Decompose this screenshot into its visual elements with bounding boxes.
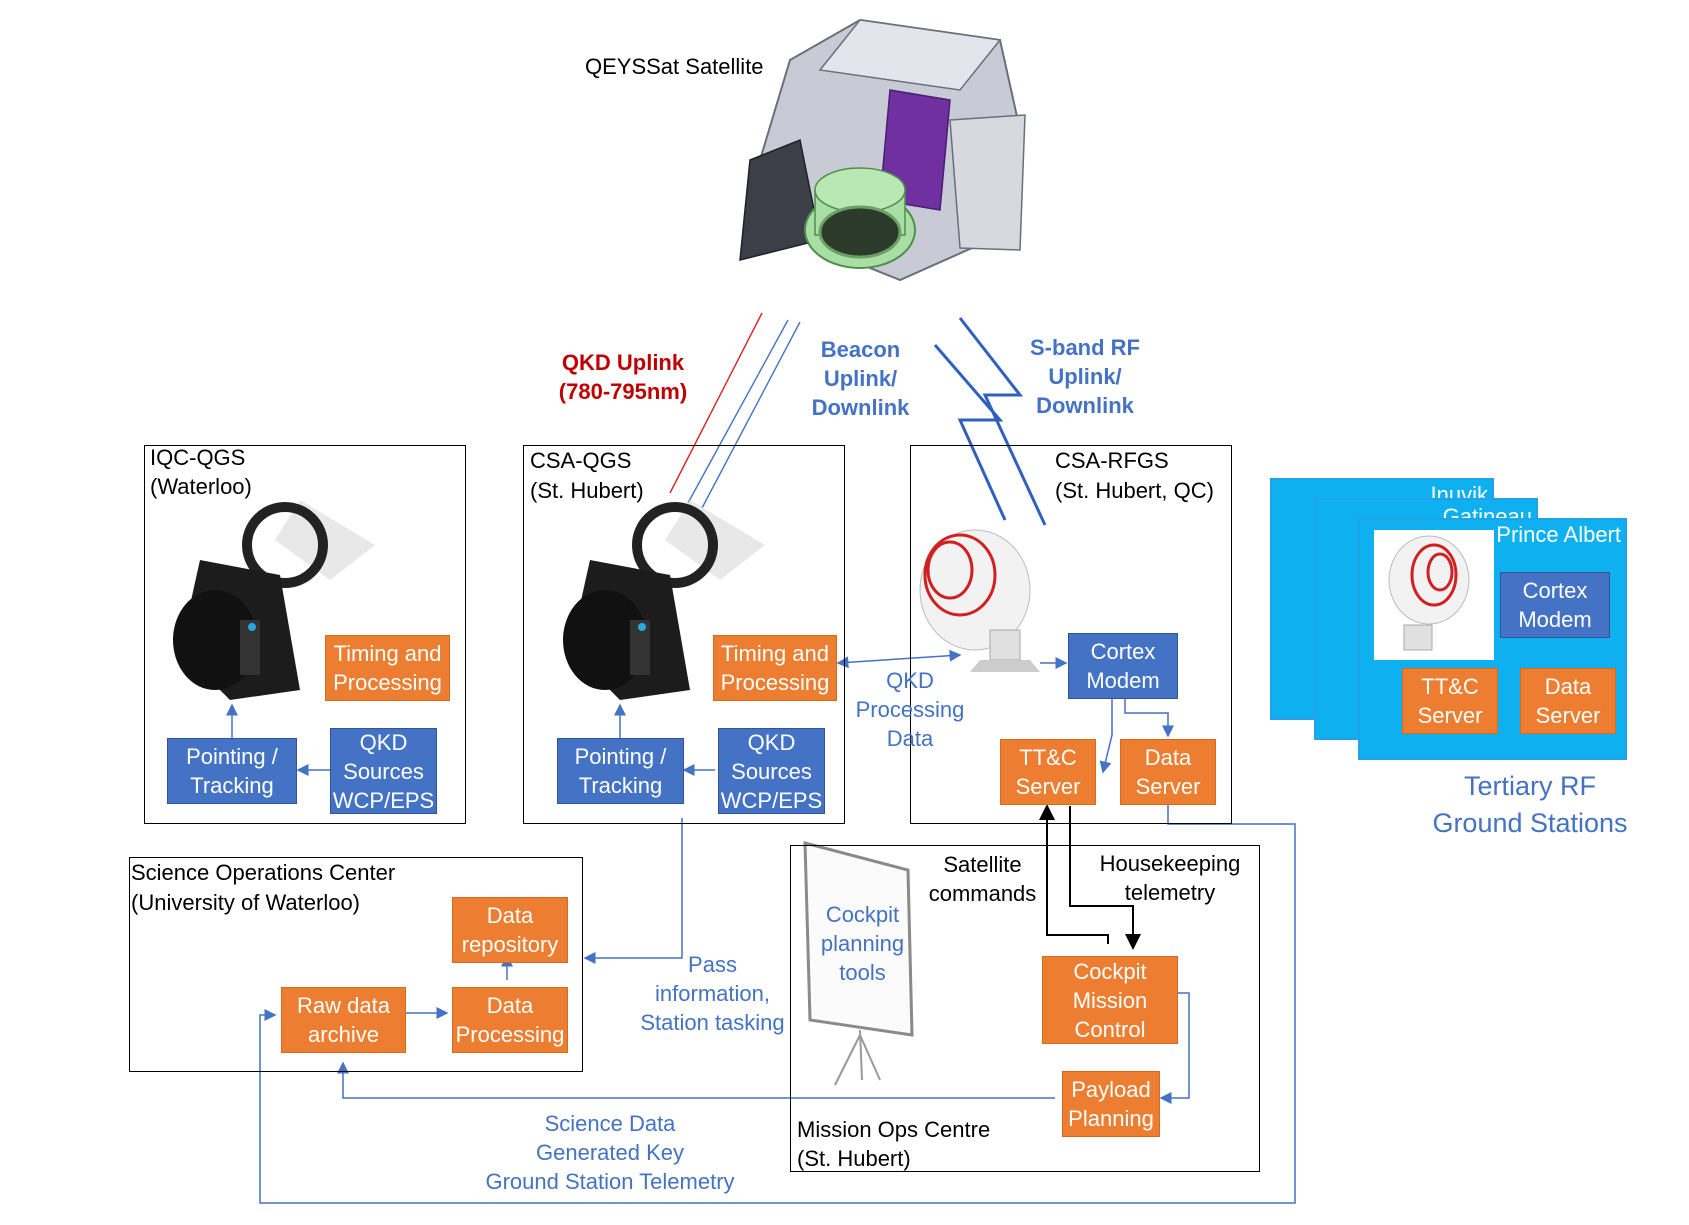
beacon-beam-1	[687, 319, 789, 504]
station-name-prince-albert: Prince Albert	[1496, 522, 1621, 547]
tertiary-dish-image	[1374, 530, 1494, 660]
csa-qkd-sources[interactable]: QKD Sources WCP/EPS	[718, 728, 825, 814]
csa-qgs-title: CSA-QGS	[530, 448, 632, 473]
rfgs-cortex-modem[interactable]: Cortex Modem	[1068, 633, 1178, 699]
iqc-timing-processing[interactable]: Timing and Processing	[325, 635, 450, 701]
rfgs-ttc-server[interactable]: TT&C Server	[1000, 739, 1096, 805]
csa-rfgs-subtitle: (St. Hubert, QC)	[1055, 478, 1214, 503]
sband-bolt-2	[958, 317, 1047, 526]
tertiary-ttc-server[interactable]: TT&C Server	[1402, 668, 1498, 734]
soc-raw-data-archive[interactable]: Raw data archive	[281, 987, 406, 1053]
iqc-pointing-tracking[interactable]: Pointing / Tracking	[167, 738, 297, 804]
iqc-qkd-sources[interactable]: QKD Sources WCP/EPS	[330, 728, 437, 814]
soc-data-repository[interactable]: Data repository	[452, 897, 568, 963]
rf-dish-image	[919, 529, 1040, 672]
soc-subtitle: (University of Waterloo)	[131, 890, 361, 915]
csa-telescope-image	[563, 500, 765, 700]
mission-ops-subtitle: (St. Hubert)	[797, 1146, 911, 1171]
tertiary-data-server[interactable]: Data Server	[1520, 668, 1616, 734]
csa-qgs-frame	[523, 445, 845, 824]
csa-qgs-subtitle: (St. Hubert)	[530, 478, 644, 503]
sband-bolt-1	[933, 344, 1007, 521]
soc-frame	[129, 857, 583, 1072]
qkd-uplink-label: QKD Uplink(780-795nm)	[558, 350, 688, 404]
payload-planning[interactable]: Payload Planning	[1062, 1071, 1160, 1137]
mission-ops-title: Mission Ops Centre	[797, 1117, 991, 1142]
csa-pointing-tracking[interactable]: Pointing / Tracking	[557, 738, 684, 804]
cockpit-mission-control[interactable]: Cockpit Mission Control	[1042, 956, 1178, 1044]
csa-rfgs-frame	[910, 445, 1232, 824]
tertiary-cortex-modem[interactable]: Cortex Modem	[1500, 572, 1610, 638]
csa-rfgs-title: CSA-RFGS	[1055, 448, 1169, 473]
iqc-qgs-frame	[144, 445, 466, 824]
cockpit-planning-tools: Cockpit planning tools	[820, 902, 905, 985]
mission-ops-frame	[790, 845, 1260, 1172]
qkd-uplink-beam	[669, 312, 763, 494]
tertiary-station-prince-albert[interactable]: Prince Albert Cortex Modem TT&C Server D…	[1358, 518, 1627, 760]
satellite-title: QEYSSat Satellite	[585, 54, 764, 79]
rfgs-data-server[interactable]: Data Server	[1120, 739, 1216, 805]
satellite-illustration	[739, 18, 1026, 282]
soc-data-processing[interactable]: Data Processing	[452, 987, 568, 1053]
iqc-telescope-image	[173, 500, 375, 700]
iqc-qgs-title: IQC-QGS	[150, 445, 246, 470]
soc-title: Science Operations Center	[131, 860, 396, 885]
beacon-beam-2	[701, 321, 801, 509]
projector-screen-image	[803, 841, 914, 1086]
iqc-qgs-subtitle: (Waterloo)	[150, 474, 252, 499]
csa-timing-processing[interactable]: Timing and Processing	[713, 635, 837, 701]
